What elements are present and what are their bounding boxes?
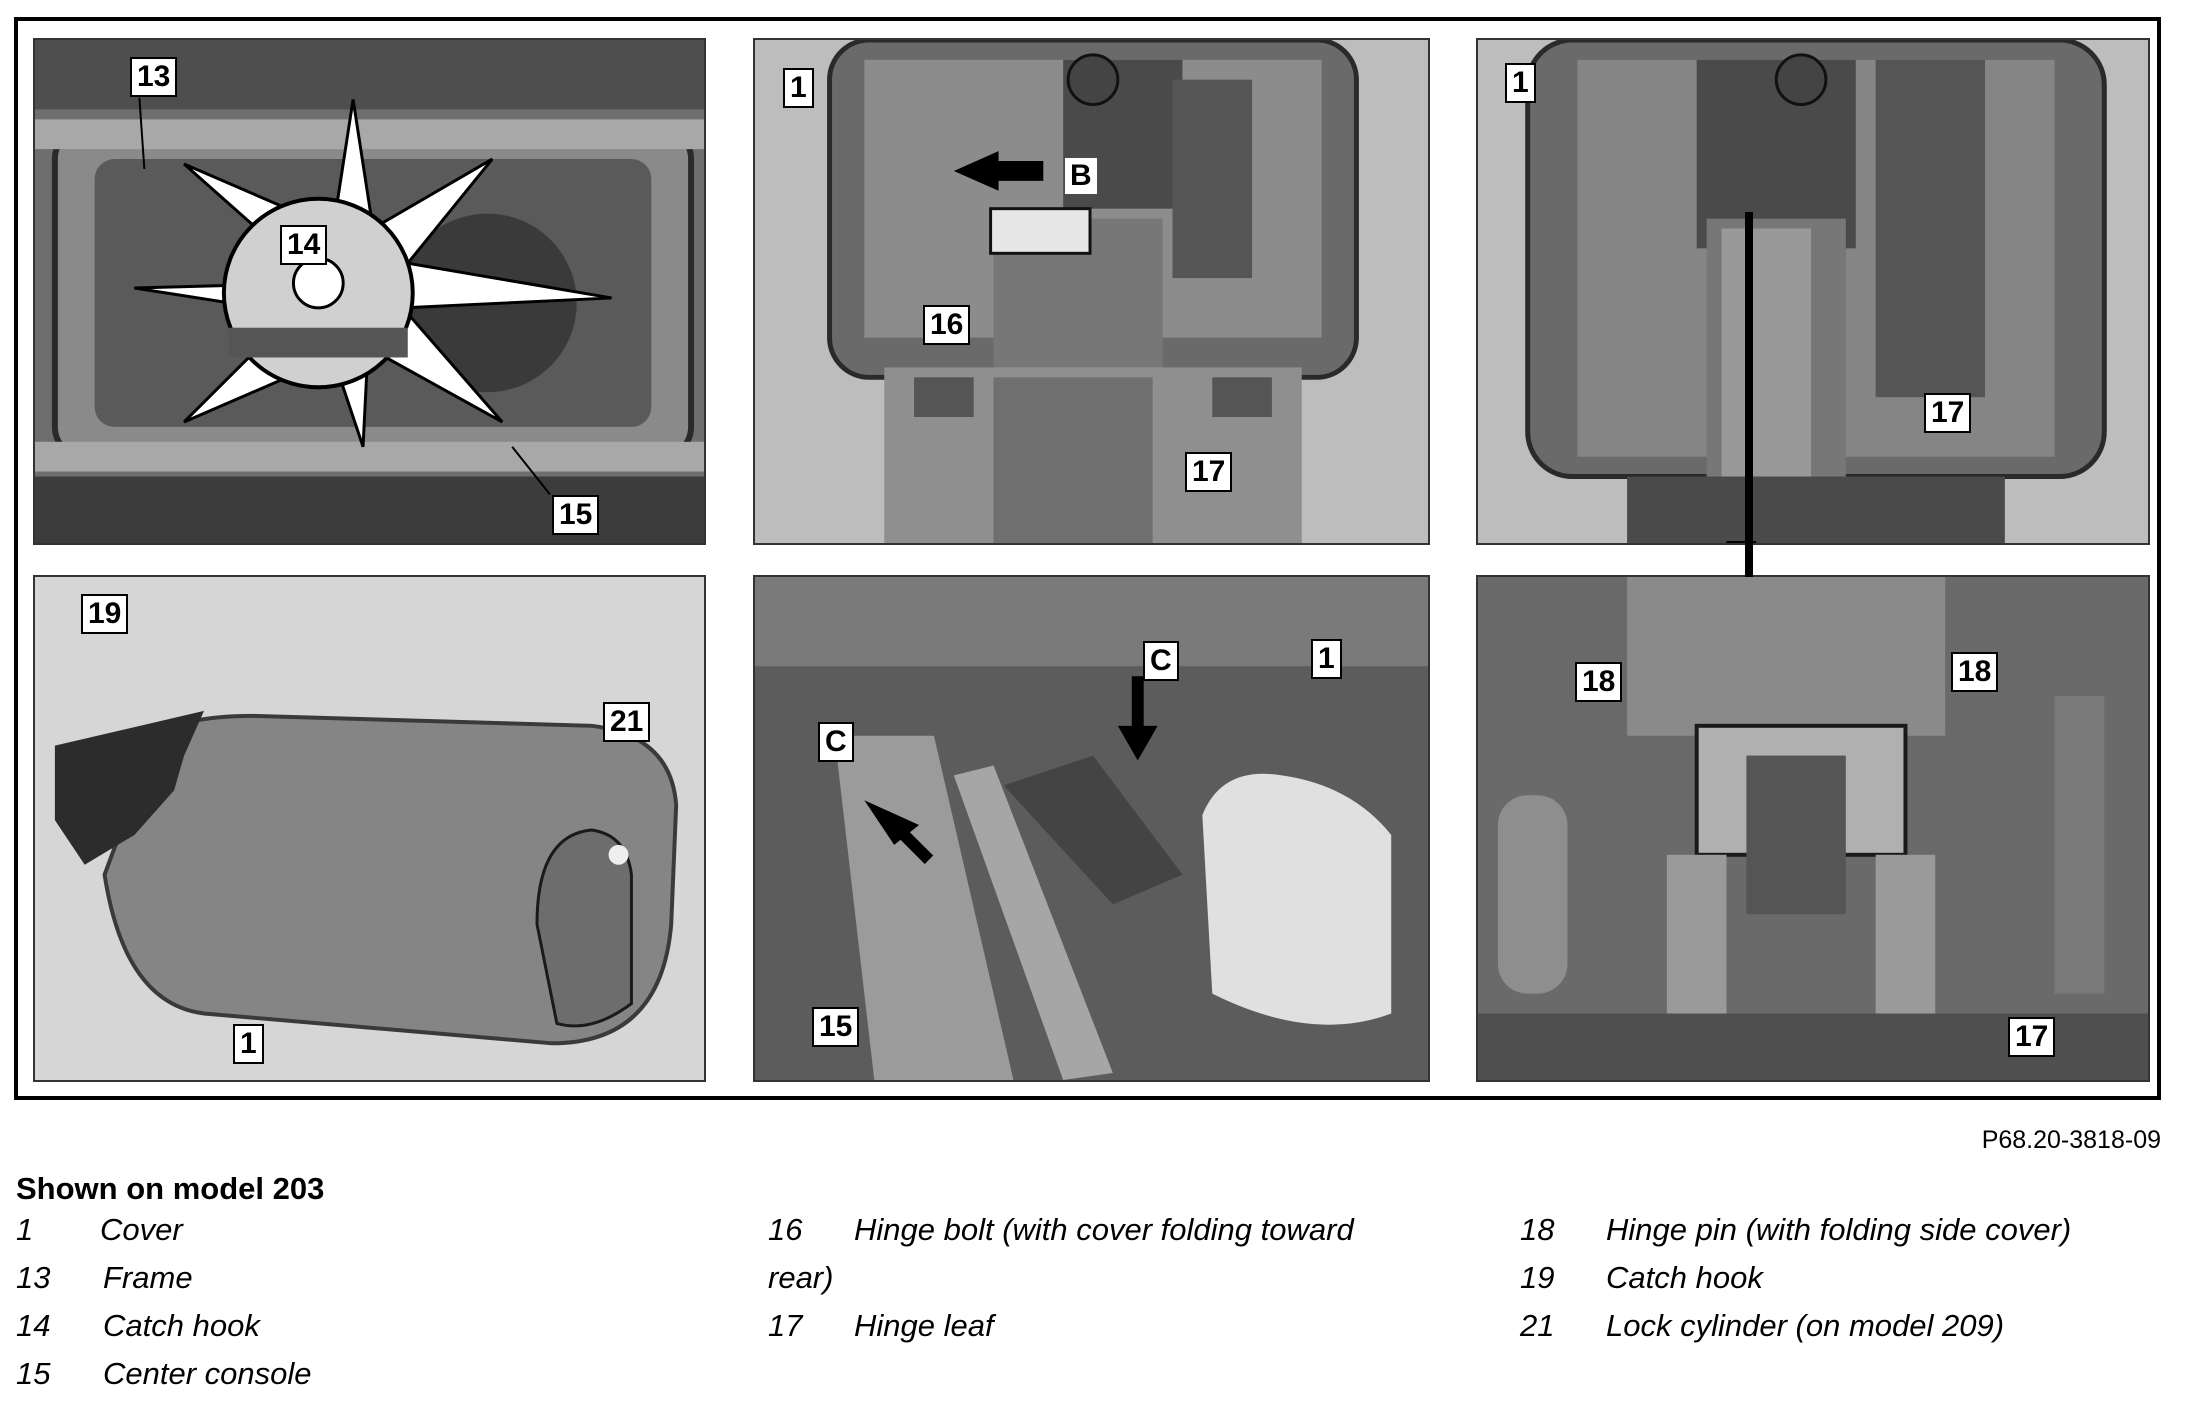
legend-description: Hinge pin (with folding side cover) (1606, 1212, 2072, 1247)
legend-item: 1 Cover (16, 1212, 716, 1260)
callout-label: 18 (1951, 652, 1999, 692)
figure-id: P68.20-3818-09 (1981, 1126, 2161, 1154)
legend-item: 13 Frame (16, 1260, 716, 1308)
photo-hinge-pin (1478, 577, 2148, 1080)
legend-column: 18 Hinge pin (with folding side cover) 1… (1520, 1212, 2160, 1356)
legend-item: 15 Center console (16, 1356, 716, 1404)
photo-hinge-leaf (1478, 40, 2148, 543)
photo-cover (35, 577, 704, 1080)
legend-item: 14 Catch hook (16, 1308, 716, 1356)
callout-label: C (1143, 641, 1179, 681)
callout-label: 1 (783, 68, 814, 108)
legend-description: Hinge bolt (with cover folding toward (854, 1212, 1354, 1247)
photo-panel-hinge-bolt: 1 B 16 17 (753, 38, 1430, 545)
legend-description: Cover (100, 1212, 183, 1247)
callout-label: 18 (1575, 662, 1623, 702)
legend-column: 1 Cover 13 Frame 14 Catch hook 15 Center… (16, 1212, 716, 1404)
callout-label: 1 (233, 1024, 264, 1064)
legend-description: Catch hook (103, 1308, 260, 1343)
callout-label: 17 (1185, 452, 1233, 492)
caption-title: Shown on model 203 (16, 1171, 325, 1206)
callout-label: 19 (81, 594, 129, 634)
photo-panel-hinge-leaf: 1 17 (1476, 38, 2150, 545)
connector-line (1745, 212, 1753, 577)
legend-description-continued: rear) (768, 1260, 834, 1295)
legend-number: 16 (768, 1212, 803, 1247)
legend-column: 16 Hinge bolt (with cover folding toward… (768, 1212, 1468, 1356)
legend-number: 14 (16, 1308, 51, 1343)
callout-label: 21 (603, 702, 651, 742)
legend-item: 17 Hinge leaf (768, 1308, 1468, 1356)
callout-label: 1 (1311, 639, 1342, 679)
legend-number: 13 (16, 1260, 51, 1295)
callout-label: 14 (280, 225, 328, 265)
callout-label: 17 (2008, 1017, 2056, 1057)
legend-description: Lock cylinder (on model 209) (1606, 1308, 2005, 1343)
callout-label: 17 (1924, 393, 1972, 433)
legend-description: Hinge leaf (854, 1308, 994, 1343)
legend-item: 21 Lock cylinder (on model 209) (1520, 1308, 2160, 1356)
legend-item: 19 Catch hook (1520, 1260, 2160, 1308)
photo-center-console (755, 577, 1428, 1080)
photo-panel-center-console: 1 C C 15 (753, 575, 1430, 1082)
legend-description: Catch hook (1606, 1260, 1763, 1295)
legend-number: 21 (1520, 1308, 1555, 1343)
callout-label: 15 (552, 495, 600, 535)
callout-label: 15 (812, 1007, 860, 1047)
legend-number: 1 (16, 1212, 34, 1247)
callout-label: 16 (923, 305, 971, 345)
photo-frame-catch-hook (35, 40, 704, 543)
photo-hinge-bolt (755, 40, 1428, 543)
callout-label: 13 (130, 57, 178, 97)
photo-panel-cover: 19 21 1 (33, 575, 706, 1082)
photo-panel-hinge-pin: 18 18 17 (1476, 575, 2150, 1082)
legend-description: Frame (103, 1260, 193, 1295)
legend-item: 18 Hinge pin (with folding side cover) (1520, 1212, 2160, 1260)
legend-number: 18 (1520, 1212, 1555, 1247)
callout-label: 1 (1505, 63, 1536, 103)
legend-number: 17 (768, 1308, 803, 1343)
callout-label: B (1065, 158, 1097, 194)
legend-number: 15 (16, 1356, 51, 1391)
legend-description: Center console (103, 1356, 312, 1391)
photo-panel-frame-catch-hook: 13 14 15 (33, 38, 706, 545)
callout-label: C (818, 722, 854, 762)
legend-number: 19 (1520, 1260, 1555, 1295)
legend-item: 16 Hinge bolt (with cover folding toward… (768, 1212, 1468, 1308)
